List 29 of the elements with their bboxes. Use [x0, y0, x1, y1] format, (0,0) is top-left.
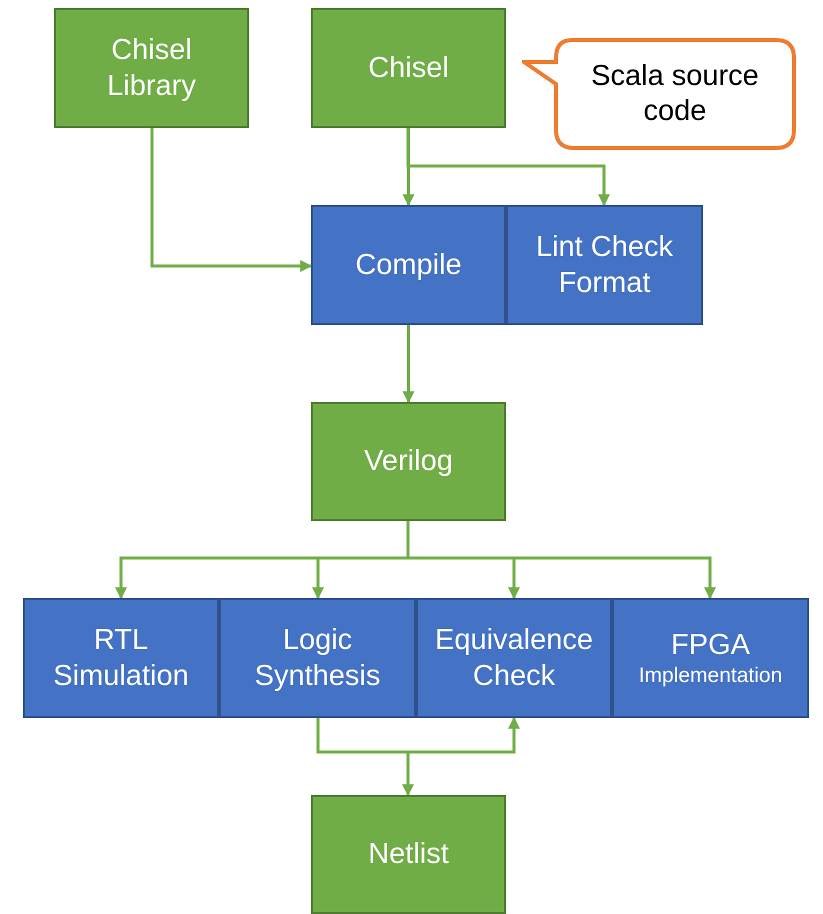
arrow — [316, 716, 520, 754]
arrow — [402, 128, 414, 206]
process-box — [311, 402, 506, 521]
process-box — [506, 205, 703, 325]
box-label: Logic Synthesis — [254, 622, 382, 694]
arrow — [150, 128, 312, 272]
callout-text: Scala source code — [590, 59, 760, 129]
box-label: Implementation — [638, 663, 782, 689]
process-box — [311, 205, 506, 325]
box-label: Compile — [354, 248, 463, 283]
box-label: Verilog — [363, 444, 454, 480]
arrow — [406, 128, 610, 206]
speech-bubble — [522, 38, 796, 150]
box-label: Chisel Library — [106, 32, 197, 104]
process-box — [23, 598, 219, 718]
box-label: RTL Simulation — [52, 622, 190, 694]
box-label: Chisel — [367, 50, 450, 86]
process-box — [311, 795, 506, 914]
arrow — [406, 521, 716, 600]
process-box — [54, 8, 249, 128]
box-label: Lint Check Format — [534, 230, 674, 301]
process-box — [219, 598, 416, 718]
process-box — [416, 598, 612, 718]
box-label: Equivalence Check — [434, 622, 594, 694]
box-label: FPGA — [670, 628, 751, 663]
process-box — [612, 598, 809, 718]
arrow — [402, 325, 414, 404]
process-box — [311, 8, 506, 128]
box-label: Netlist — [367, 837, 450, 872]
